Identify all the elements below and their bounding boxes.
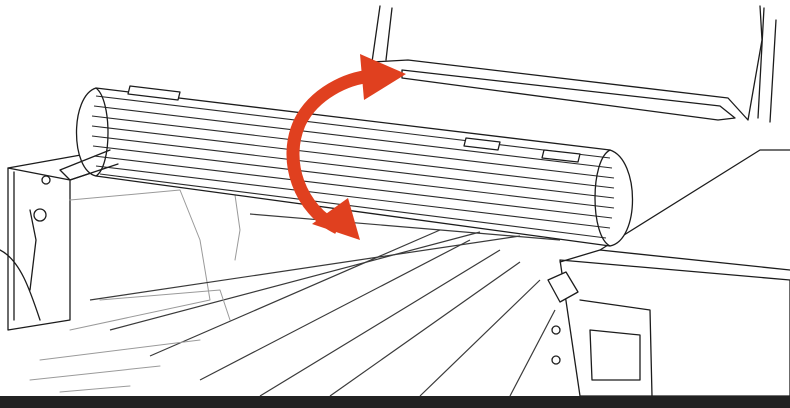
- bottom-border-bar: [0, 396, 790, 408]
- truck-bed-right-wall: [547, 149, 790, 397]
- truck-cab-window: [371, 5, 777, 123]
- curved-double-arrow-icon: [286, 54, 406, 240]
- rolled-tonneau-cover: [59, 85, 634, 247]
- truck-bed-floor: [29, 213, 561, 397]
